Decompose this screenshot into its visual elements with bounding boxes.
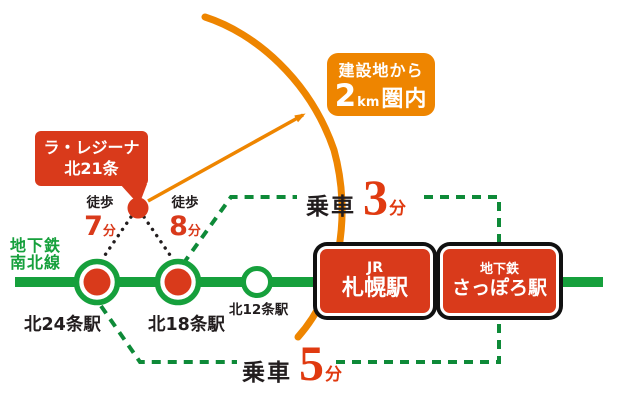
subway-company-label: 地下鉄 <box>479 261 519 277</box>
station-box-subway-sapporo: 地下鉄 さっぽろ駅 <box>436 242 563 320</box>
jr-station-name: 札幌駅 <box>341 276 408 302</box>
rail-line-name-line2: 南北線 <box>10 253 62 273</box>
ride-time-bottom: 乗車 5 分 <box>242 338 342 388</box>
walk-left-value-row: 7 分 <box>84 213 116 240</box>
ride-bottom-minutes: 5 <box>299 335 324 391</box>
ride-bottom-label: 乗車 <box>242 360 292 386</box>
station-box-subway-sapporo-inner: 地下鉄 さっぽろ駅 <box>440 246 559 316</box>
rail-line-name: 地下鉄 南北線 <box>10 237 61 272</box>
station-circle-kita18 <box>154 258 202 306</box>
walk-right-value-row: 8 分 <box>169 213 201 240</box>
radius-badge: 建設地から 2 km 圏内 <box>327 53 435 116</box>
property-name-line2: 北21条 <box>64 158 119 178</box>
walk-left-minutes: 7 <box>84 210 103 242</box>
ride-top-minutes: 3 <box>363 169 388 225</box>
walk-right-minutes: 8 <box>169 210 188 242</box>
walk-right-label: 徒歩 <box>171 195 199 211</box>
jr-company-label: JR <box>367 260 383 277</box>
station-label-kita12: 北12条駅 <box>229 302 289 318</box>
radius-badge-value-row: 2 km 圏内 <box>327 77 435 114</box>
radius-unit: km <box>357 94 380 110</box>
subway-station-name: さっぽろ駅 <box>451 276 547 299</box>
station-label-kita18: 北18条駅 <box>148 315 225 335</box>
radius-badge-prefix: 建設地から <box>338 60 424 80</box>
ride-top-unit: 分 <box>389 199 406 219</box>
ride-top-label: 乗車 <box>306 194 356 220</box>
station-box-jr-sapporo: JR 札幌駅 <box>313 242 437 320</box>
ride-time-top: 乗車 3 分 <box>306 172 406 222</box>
ride-route-3min <box>181 195 501 266</box>
radius-value: 2 <box>334 77 357 114</box>
property-name-label: ラ・レジーナ 北21条 <box>35 131 148 186</box>
radius-suffix: 圏内 <box>381 86 428 112</box>
walk-dotted-lines <box>101 215 174 260</box>
station-circle-kita12 <box>241 266 273 298</box>
rail-line-name-line1: 地下鉄 <box>10 236 62 255</box>
property-name-line1: ラ・レジーナ <box>43 137 140 157</box>
walk-right-unit: 分 <box>187 223 201 239</box>
ride-bottom-unit: 分 <box>325 365 342 385</box>
walk-left-label: 徒歩 <box>86 195 114 211</box>
walk-left-unit: 分 <box>102 223 116 239</box>
station-box-jr-sapporo-inner: JR 札幌駅 <box>317 246 433 316</box>
walk-time-left: 徒歩 7 分 <box>80 195 120 240</box>
station-label-kita24: 北24条駅 <box>24 315 101 335</box>
property-dot <box>127 197 149 219</box>
ride-route-5min <box>99 304 501 364</box>
walk-time-right: 徒歩 8 分 <box>163 195 207 240</box>
station-circle-kita24 <box>73 258 121 306</box>
radius-arrow <box>147 113 306 203</box>
